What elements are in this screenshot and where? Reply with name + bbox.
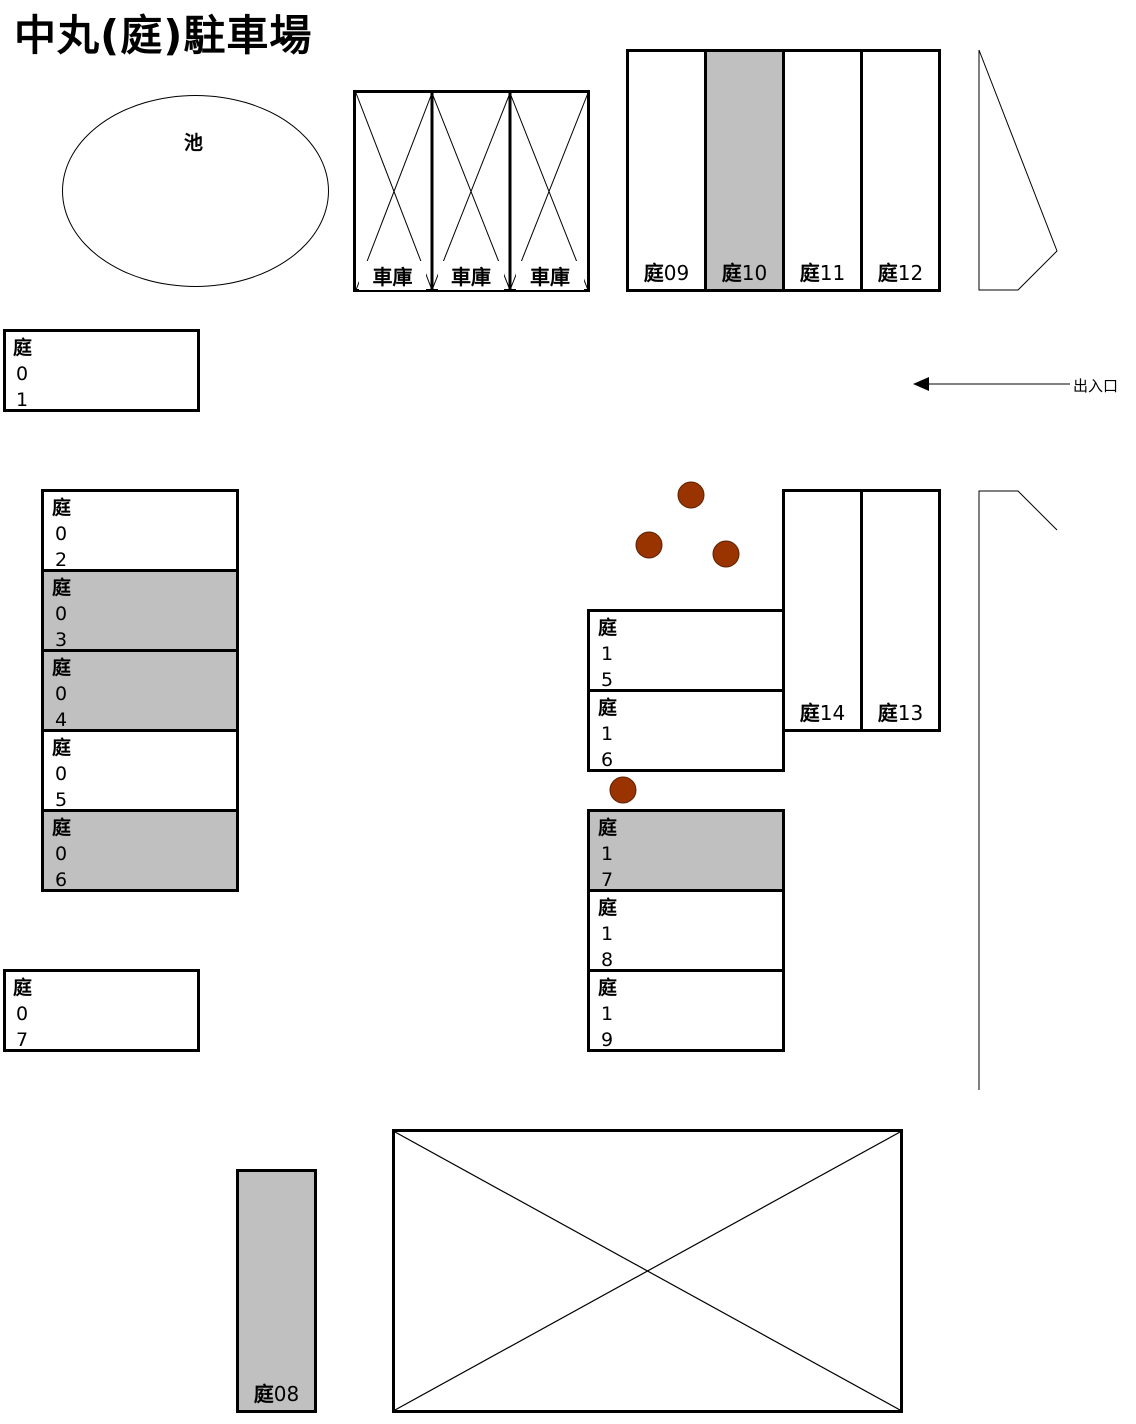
slot-06-prefix: 庭 xyxy=(52,817,72,839)
slot-04[interactable]: 庭 0 4 xyxy=(41,649,239,732)
tree-3 xyxy=(712,540,740,568)
slot-16-digit-2: 6 xyxy=(601,749,614,771)
slot-14-number: 14 xyxy=(819,701,846,725)
slot-10[interactable]: 庭10 xyxy=(704,49,785,292)
slot-09[interactable]: 庭09 xyxy=(626,49,707,292)
slot-15-digit-1: 1 xyxy=(601,643,614,665)
slot-17-digit-2: 7 xyxy=(601,869,614,891)
slot-09-number: 09 xyxy=(663,261,690,285)
slot-05-digit-2: 5 xyxy=(55,789,68,811)
entrance-arrow-head xyxy=(913,377,929,391)
slot-08-number: 08 xyxy=(273,1382,300,1406)
slot-02-prefix: 庭 xyxy=(52,497,72,519)
slot-17-digit-1: 1 xyxy=(601,843,614,865)
slot-10-number: 10 xyxy=(741,261,768,285)
slot-19-digit-2: 9 xyxy=(601,1029,614,1051)
slot-14[interactable]: 庭14 xyxy=(782,489,863,732)
building-x-lines xyxy=(392,1129,903,1413)
garage-x-lines xyxy=(353,90,590,292)
slot-06[interactable]: 庭 0 6 xyxy=(41,809,239,892)
garage-1-label: 車庫 xyxy=(359,261,426,290)
slot-01[interactable]: 庭 0 1 xyxy=(3,329,200,412)
slot-01-prefix: 庭 xyxy=(13,337,33,359)
slot-18-digit-2: 8 xyxy=(601,949,614,971)
slot-05-digit-1: 0 xyxy=(55,763,68,785)
slot-15-digit-2: 5 xyxy=(601,669,614,691)
slot-11[interactable]: 庭11 xyxy=(782,49,863,292)
slot-13-number: 13 xyxy=(897,701,924,725)
slot-06-digit-2: 6 xyxy=(55,869,68,891)
slot-05[interactable]: 庭 0 5 xyxy=(41,729,239,812)
slot-12[interactable]: 庭12 xyxy=(860,49,941,292)
slot-03-digit-2: 3 xyxy=(55,629,68,651)
pond-label: 池 xyxy=(184,132,204,154)
slot-07-digit-2: 7 xyxy=(16,1029,29,1051)
slot-11-prefix: 庭 xyxy=(799,261,820,285)
slot-01-digit-2: 1 xyxy=(16,389,29,411)
slot-03-prefix: 庭 xyxy=(52,577,72,599)
slot-15[interactable]: 庭 1 5 xyxy=(587,609,785,692)
slot-12-prefix: 庭 xyxy=(877,261,898,285)
tree-1 xyxy=(677,481,705,509)
slot-06-digit-1: 0 xyxy=(55,843,68,865)
slot-08-prefix: 庭 xyxy=(253,1382,274,1406)
slot-04-prefix: 庭 xyxy=(52,657,72,679)
slot-02[interactable]: 庭 0 2 xyxy=(41,489,239,572)
pond xyxy=(62,95,329,287)
slot-19-prefix: 庭 xyxy=(598,977,618,999)
slot-13[interactable]: 庭13 xyxy=(860,489,941,732)
garage-2: 車庫 xyxy=(432,90,510,292)
slot-16[interactable]: 庭 1 6 xyxy=(587,689,785,772)
garage-block: 車庫 車庫 車庫 xyxy=(353,90,590,292)
slot-07-prefix: 庭 xyxy=(13,977,33,999)
slot-04-digit-1: 0 xyxy=(55,683,68,705)
slot-14-prefix: 庭 xyxy=(799,701,820,725)
entrance-label: 出入口 xyxy=(1073,377,1119,395)
slot-10-prefix: 庭 xyxy=(721,261,742,285)
right-road-edge xyxy=(978,490,1058,1090)
slot-11-number: 11 xyxy=(819,261,846,285)
slot-15-prefix: 庭 xyxy=(598,617,618,639)
slot-03-digit-1: 0 xyxy=(55,603,68,625)
slot-07-digit-1: 0 xyxy=(16,1003,29,1025)
slot-13-prefix: 庭 xyxy=(877,701,898,725)
slot-12-number: 12 xyxy=(897,261,924,285)
tree-4 xyxy=(609,776,637,804)
slot-04-digit-2: 4 xyxy=(55,709,68,731)
slot-16-digit-1: 1 xyxy=(601,723,614,745)
top-right-structure-outline xyxy=(978,49,1058,291)
slot-18[interactable]: 庭 1 8 xyxy=(587,889,785,972)
garage-1: 車庫 xyxy=(353,90,432,292)
slot-19-digit-1: 1 xyxy=(601,1003,614,1025)
slot-09-prefix: 庭 xyxy=(643,261,664,285)
garage-3-label: 車庫 xyxy=(516,261,584,290)
slot-05-prefix: 庭 xyxy=(52,737,72,759)
slot-08[interactable]: 庭08 xyxy=(236,1169,317,1413)
slot-01-digit-1: 0 xyxy=(16,363,29,385)
page-title: 中丸(庭)駐車場 xyxy=(14,11,313,60)
slot-19[interactable]: 庭 1 9 xyxy=(587,969,785,1052)
slot-03[interactable]: 庭 0 3 xyxy=(41,569,239,652)
slot-17-prefix: 庭 xyxy=(598,817,618,839)
slot-18-digit-1: 1 xyxy=(601,923,614,945)
slot-07[interactable]: 庭 0 7 xyxy=(3,969,200,1052)
slot-16-prefix: 庭 xyxy=(598,697,618,719)
tree-2 xyxy=(635,531,663,559)
garage-3: 車庫 xyxy=(510,90,590,292)
building-block xyxy=(392,1129,903,1413)
slot-17[interactable]: 庭 1 7 xyxy=(587,809,785,892)
slot-18-prefix: 庭 xyxy=(598,897,618,919)
slot-02-digit-1: 0 xyxy=(55,523,68,545)
slot-02-digit-2: 2 xyxy=(55,549,68,571)
garage-2-label: 車庫 xyxy=(438,261,504,290)
